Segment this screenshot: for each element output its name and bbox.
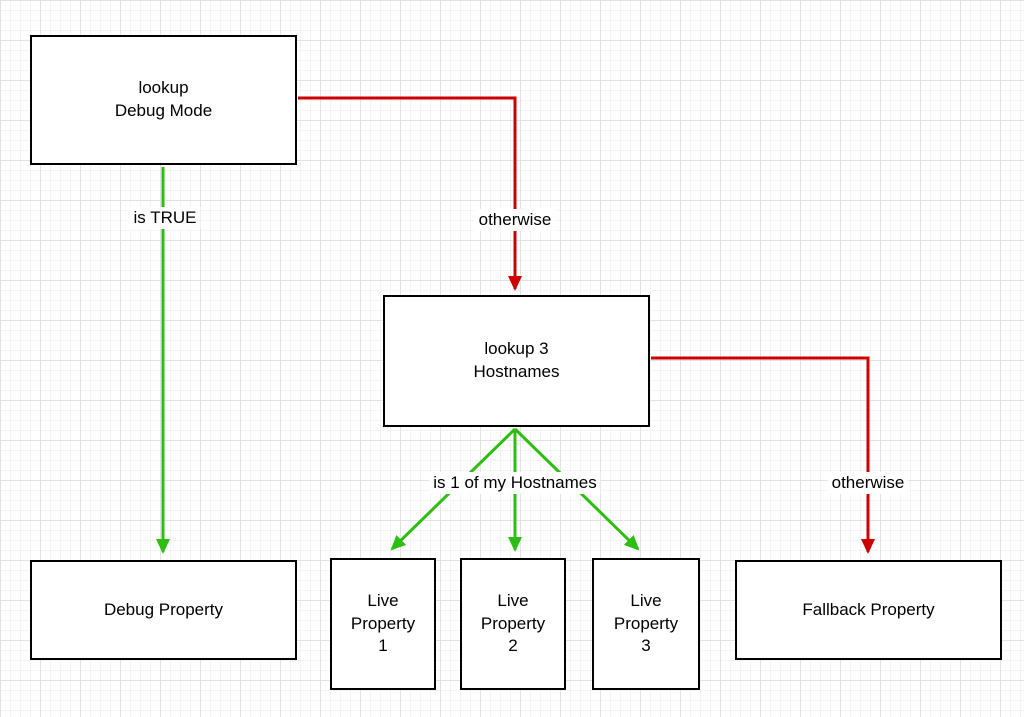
node-fallback-property[interactable]: Fallback Property <box>735 560 1002 660</box>
edge-label-is-true[interactable]: is TRUE <box>129 207 201 229</box>
node-lookup-3-hostnames[interactable]: lookup 3 Hostnames <box>383 295 650 427</box>
edge-label-otherwise-top[interactable]: otherwise <box>474 209 556 231</box>
node-debug-property[interactable]: Debug Property <box>30 560 297 660</box>
edge-hostnames-to-fallback[interactable] <box>651 356 875 554</box>
node-live-property-3[interactable]: Live Property 3 <box>592 558 700 690</box>
node-live-property-1[interactable]: Live Property 1 <box>330 558 436 690</box>
node-live-property-2[interactable]: Live Property 2 <box>460 558 566 690</box>
edge-label-otherwise-right[interactable]: otherwise <box>827 472 909 494</box>
node-lookup-debug-mode[interactable]: lookup Debug Mode <box>30 35 297 165</box>
edge-label-is-1-of-my-hostnames[interactable]: is 1 of my Hostnames <box>429 472 601 494</box>
edge-debugmode-to-hostnames[interactable] <box>298 96 522 291</box>
